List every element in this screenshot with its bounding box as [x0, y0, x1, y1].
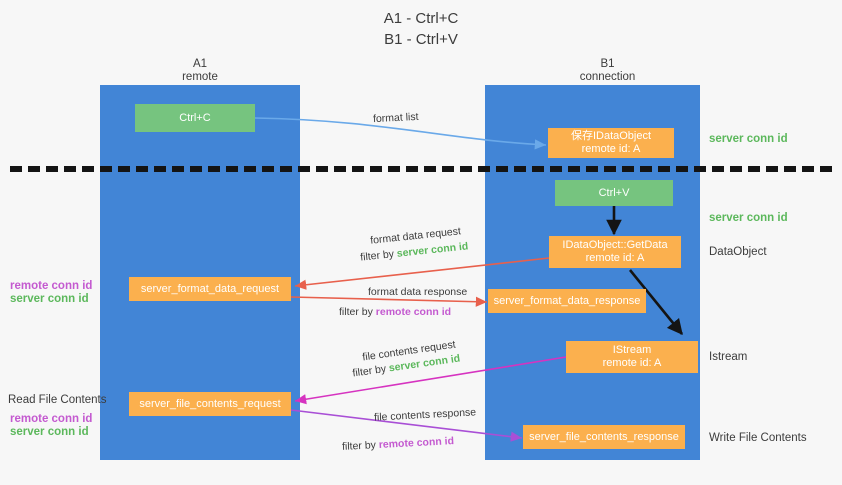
label-dataobject: DataObject	[709, 246, 767, 258]
filter-prefix: filter by	[341, 439, 380, 453]
box-server-file-contents-response-label: server_file_contents_response	[529, 430, 679, 443]
filter-key-remote-conn-id: remote conn id	[375, 306, 452, 318]
edge-label-format-data-response: format data response	[368, 286, 468, 298]
page-title: A1 - Ctrl+C B1 - Ctrl+V	[0, 8, 842, 50]
label-server-conn-id-2: server conn id	[10, 426, 89, 438]
box-istream[interactable]: IStream remote id: A	[566, 341, 698, 373]
filter-prefix: filter by	[351, 362, 390, 380]
edge-label-file-contents-response-filter: filter by remote conn id	[342, 434, 455, 454]
box-server-format-data-request-label: server_format_data_request	[140, 282, 280, 295]
box-server-file-contents-request[interactable]: server_file_contents_request	[129, 392, 291, 416]
title-line-2: B1 - Ctrl+V	[384, 31, 458, 48]
phase-separator	[10, 166, 832, 172]
label-remote-conn-id-1: remote conn id	[10, 280, 93, 292]
filter-prefix: filter by	[339, 306, 376, 318]
edge-label-format-list: format list	[372, 110, 419, 126]
box-getdata-line1: IDataObject::GetData	[562, 239, 668, 251]
edge-label-file-contents-response: file contents response	[373, 406, 477, 424]
label-server-conn-id-1: server conn id	[10, 293, 89, 305]
box-getdata-line2: remote id: A	[585, 252, 645, 264]
label-write-file-contents: Write File Contents	[709, 432, 807, 444]
filter-prefix: filter by	[359, 247, 398, 264]
box-server-file-contents-request-label: server_file_contents_request	[139, 397, 281, 410]
label-remote-conn-id-2: remote conn id	[10, 413, 93, 425]
edge-label-format-data-response-filter: filter by remote conn id	[339, 305, 451, 319]
label-server-conn-id-mid: server conn id	[709, 212, 788, 224]
box-server-format-data-response[interactable]: server_format_data_response	[488, 289, 646, 313]
label-read-file-contents: Read File Contents	[8, 394, 107, 406]
column-b1-name: B1	[600, 58, 615, 70]
column-b1-sub: connection	[579, 71, 636, 83]
box-ctrl-v[interactable]: Ctrl+V	[555, 180, 673, 206]
column-header-a1: A1 remote	[130, 58, 270, 84]
column-header-b1: B1 connection	[535, 58, 680, 84]
label-server-conn-id-top: server conn id	[709, 133, 788, 145]
box-save-idataobject-line2: remote id: A	[581, 143, 641, 155]
box-save-idataobject-line1: 保存IDataObject	[570, 130, 652, 142]
box-ctrl-c-label: Ctrl+C	[179, 111, 211, 124]
box-ctrl-c[interactable]: Ctrl+C	[135, 104, 255, 132]
box-istream-line2: remote id: A	[602, 357, 662, 369]
filter-key-remote-conn-id: remote conn id	[378, 435, 455, 451]
box-save-idataobject[interactable]: 保存IDataObject remote id: A	[548, 128, 674, 158]
column-a1-name: A1	[192, 58, 208, 70]
box-server-file-contents-response[interactable]: server_file_contents_response	[523, 425, 685, 449]
box-istream-line1: IStream	[612, 344, 652, 356]
box-ctrl-v-label: Ctrl+V	[598, 186, 630, 199]
box-server-format-data-request[interactable]: server_format_data_request	[129, 277, 291, 301]
box-getdata[interactable]: IDataObject::GetData remote id: A	[549, 236, 681, 268]
column-a1-sub: remote	[182, 71, 218, 83]
title-line-1: A1 - Ctrl+C	[383, 10, 459, 27]
box-server-format-data-response-label: server_format_data_response	[493, 294, 641, 307]
label-istream: Istream	[709, 351, 748, 363]
